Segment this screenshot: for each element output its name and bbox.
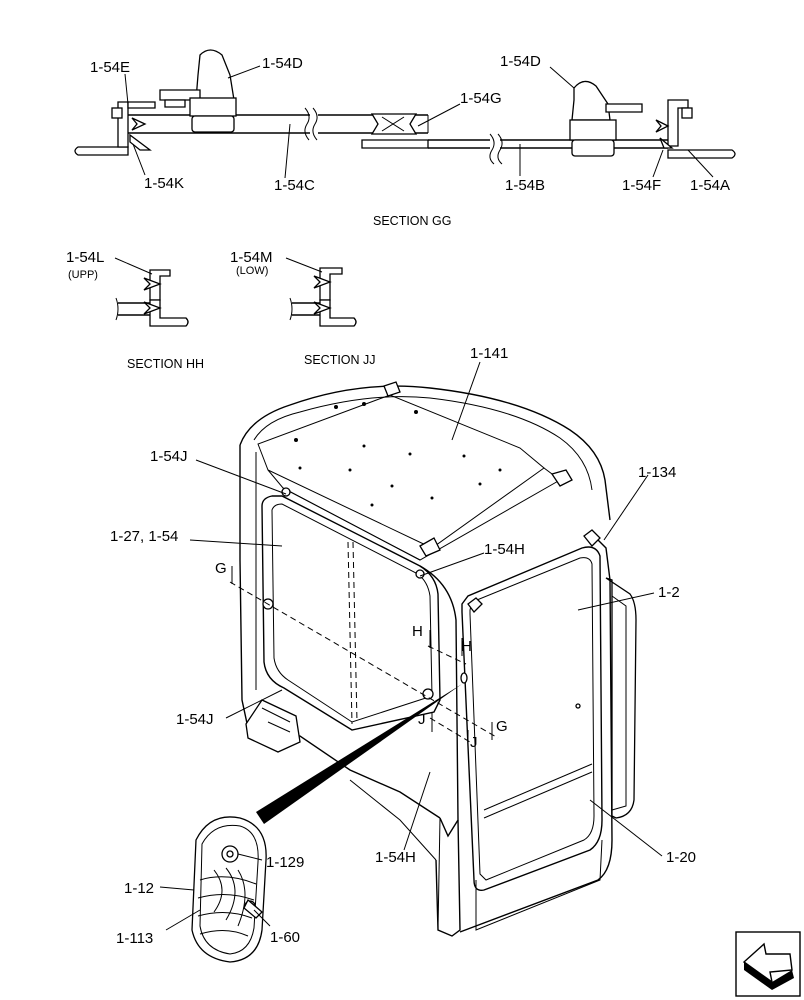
caption-section-jj: SECTION JJ [304, 353, 376, 367]
section-hh-view [115, 269, 189, 327]
next-page-arrow-icon[interactable] [735, 931, 801, 997]
label-1-141: 1-141 [470, 345, 508, 362]
mirror-assembly [191, 816, 267, 963]
label-1-2: 1-2 [658, 584, 680, 601]
section-hh-jj-leaders [114, 257, 323, 275]
callout-labels: 1-54E 1-54D 1-54G 1-54D 1-54K 1-54C 1-54… [66, 53, 730, 947]
detail-pointer [256, 684, 462, 824]
cab-leaders [159, 361, 663, 931]
label-H-a: H [412, 623, 423, 640]
label-G-left: G [215, 560, 227, 577]
label-1-54L: 1-54L [66, 249, 104, 266]
cab-body [239, 381, 637, 937]
label-H-b: H [461, 638, 472, 655]
label-1-54H-top: 1-54H [484, 541, 525, 558]
label-1-134: 1-134 [638, 464, 676, 481]
label-1-54G: 1-54G [460, 90, 502, 107]
label-1-54M: 1-54M [230, 249, 273, 266]
section-gg-view [74, 49, 736, 165]
label-1-54D-right: 1-54D [500, 53, 541, 70]
label-1-20: 1-20 [666, 849, 696, 866]
label-low: (LOW) [236, 265, 268, 277]
label-1-54A: 1-54A [690, 177, 730, 194]
label-J-a: J [418, 711, 426, 728]
section-lines [229, 566, 499, 748]
section-jj-view [289, 267, 357, 327]
label-J-b: J [470, 734, 478, 751]
label-1-60: 1-60 [270, 929, 300, 946]
label-1-54E: 1-54E [90, 59, 130, 76]
label-1-113: 1-113 [116, 930, 153, 947]
label-1-54J-top: 1-54J [150, 448, 188, 465]
label-1-54F: 1-54F [622, 177, 661, 194]
label-1-54K: 1-54K [144, 175, 184, 192]
label-1-129: 1-129 [266, 854, 304, 871]
roof-bolts [294, 402, 502, 507]
section-gg-leaders [124, 65, 714, 179]
label-1-54B: 1-54B [505, 177, 545, 194]
label-upp: (UPP) [68, 269, 98, 281]
caption-section-hh: SECTION HH [127, 357, 204, 371]
label-1-54D-left: 1-54D [262, 55, 303, 72]
label-1-54H-bottom: 1-54H [375, 849, 416, 866]
label-1-54J-bottom: 1-54J [176, 711, 214, 728]
label-1-12: 1-12 [124, 880, 154, 897]
label-G-right: G [496, 718, 508, 735]
label-1-54C: 1-54C [274, 177, 315, 194]
label-1-27-1-54: 1-27, 1-54 [110, 528, 178, 545]
caption-section-gg: SECTION GG [373, 214, 451, 228]
